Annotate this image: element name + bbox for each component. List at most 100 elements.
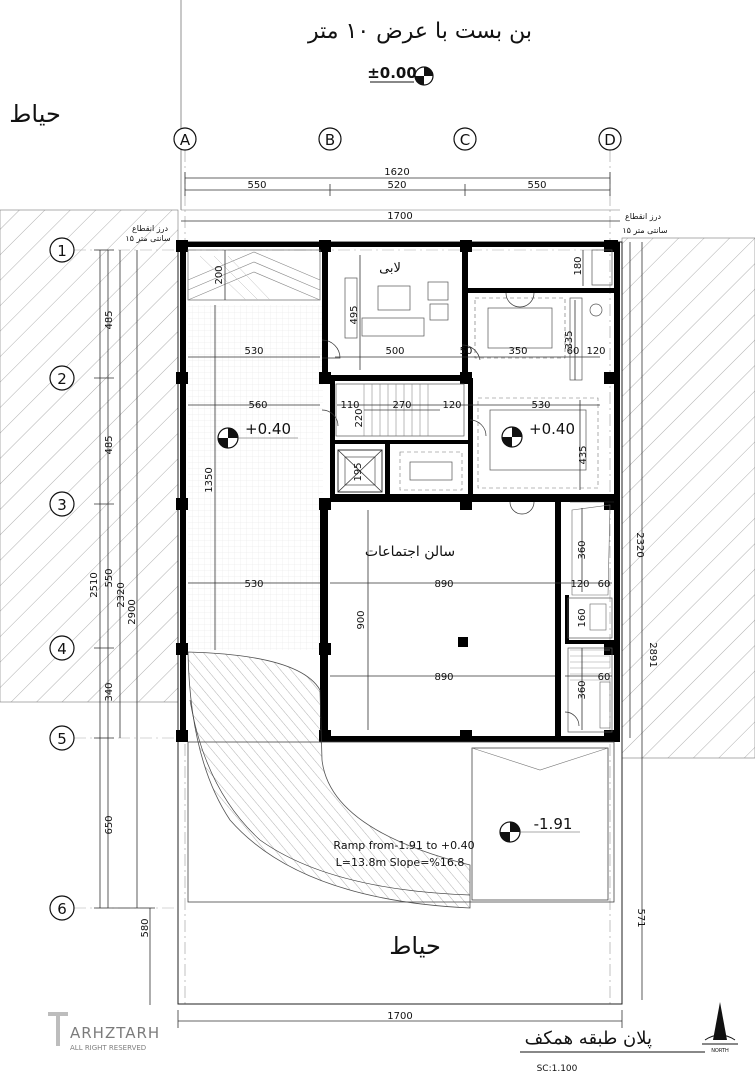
dim-60-c: 60 bbox=[598, 672, 611, 683]
dim-530-b: 530 bbox=[531, 400, 550, 411]
meeting-table-middle bbox=[477, 397, 599, 489]
joint-note-left-2: ۱۵ سانتی متر bbox=[125, 234, 171, 243]
datum-level-label: ±0.00 bbox=[367, 64, 417, 82]
dim-495: 495 bbox=[349, 305, 360, 324]
dim-right-2891: 2891 bbox=[647, 642, 658, 667]
dim-row-1-2: 485 bbox=[104, 310, 115, 329]
dim-435: 435 bbox=[578, 445, 589, 464]
dim-chain-2900: 2900 bbox=[127, 599, 138, 624]
dim-chain-2510: 2510 bbox=[89, 572, 100, 597]
ramp-note-line-2: L=13.8m Slope=%16.8 bbox=[336, 856, 465, 869]
ramp-lower-floor bbox=[471, 747, 609, 901]
joint-note-right-1: درز انقطاع bbox=[625, 212, 662, 221]
curved-ramp bbox=[187, 651, 471, 909]
dim-220: 220 bbox=[354, 408, 365, 427]
dim-right-2320: 2320 bbox=[634, 532, 645, 557]
dim-row-2-3: 485 bbox=[104, 435, 115, 454]
dim-60-b: 60 bbox=[598, 579, 611, 590]
floor-tiles-left bbox=[188, 305, 323, 650]
lobby-furniture bbox=[344, 277, 449, 339]
dim-890-b: 890 bbox=[434, 672, 453, 683]
grid-row-6: 6 bbox=[49, 895, 178, 921]
dim-120-a: 120 bbox=[586, 346, 605, 357]
dim-span-cd: 550 bbox=[527, 180, 546, 191]
structural-columns bbox=[176, 240, 618, 742]
dim-site-width-bottom: 1700 bbox=[387, 1011, 412, 1022]
alley-title: بن بست با عرض ۱۰ متر bbox=[307, 19, 532, 44]
interior-dimension-lines bbox=[188, 250, 612, 730]
level-marker-upper-left bbox=[217, 427, 298, 449]
dim-row-3-4: 550 bbox=[104, 568, 115, 587]
grid-row-2: 2 bbox=[49, 365, 75, 391]
elevator-shaft bbox=[337, 449, 383, 493]
svg-text:A: A bbox=[180, 131, 191, 149]
dim-110: 110 bbox=[340, 400, 359, 411]
datum-level-symbol bbox=[414, 66, 434, 86]
svg-text:1: 1 bbox=[57, 242, 67, 260]
north-arrow-icon: NORTH bbox=[702, 1002, 738, 1054]
level-marker-ramp bbox=[499, 821, 580, 843]
joint-note-right-2: ۱۵ سانتی متر bbox=[622, 226, 668, 235]
room-label-lobby: لابی bbox=[379, 261, 401, 276]
dim-350: 350 bbox=[508, 346, 527, 357]
plan-title: پلان طبقه همکف bbox=[525, 1028, 652, 1049]
dim-335: 335 bbox=[564, 330, 575, 349]
dim-row-5-6: 650 bbox=[104, 815, 115, 834]
dim-900: 900 bbox=[356, 610, 367, 629]
right-dimension-lines bbox=[629, 242, 643, 1000]
dim-120-c: 120 bbox=[570, 579, 589, 590]
dim-60-a: 60 bbox=[567, 346, 580, 357]
svg-text:ARHZTARH: ARHZTARH bbox=[70, 1024, 160, 1042]
yard-label-bottom: حیاط bbox=[389, 932, 441, 960]
grid-row-4: 4 bbox=[49, 635, 75, 661]
svg-text:2: 2 bbox=[57, 370, 67, 388]
svg-text:3: 3 bbox=[57, 496, 67, 514]
dim-360-b: 360 bbox=[577, 680, 588, 699]
dim-span-ab: 550 bbox=[247, 180, 266, 191]
dim-195: 195 bbox=[353, 462, 364, 481]
room-label-hall: سالن اجتماعات bbox=[365, 544, 455, 560]
dim-chain-580: 580 bbox=[140, 918, 151, 937]
dim-span-bc: 520 bbox=[387, 180, 406, 191]
ramp-note-line-1: Ramp from-1.91 to +0.40 bbox=[333, 839, 474, 852]
svg-text:D: D bbox=[604, 131, 616, 149]
staircase bbox=[335, 383, 465, 437]
level-label-ramp: -1.91 bbox=[534, 815, 573, 833]
dim-560: 560 bbox=[248, 400, 267, 411]
dim-360-a: 360 bbox=[577, 540, 588, 559]
yard-label-left: حیاط bbox=[9, 100, 61, 128]
svg-text:4: 4 bbox=[57, 640, 67, 658]
dim-530-c: 530 bbox=[244, 579, 263, 590]
left-dimension-lines bbox=[94, 249, 155, 1005]
svg-text:ALL RIGHT RESERVED: ALL RIGHT RESERVED bbox=[70, 1044, 146, 1052]
side-service-rooms bbox=[567, 501, 614, 733]
dim-500: 500 bbox=[385, 346, 404, 357]
door-swings bbox=[321, 292, 580, 727]
top-dimension-lines bbox=[181, 172, 620, 222]
dim-530-a: 530 bbox=[244, 346, 263, 357]
dim-1350: 1350 bbox=[204, 467, 215, 492]
grid-row-1: 1 bbox=[49, 237, 620, 263]
level-label-upper-right: +0.40 bbox=[529, 420, 575, 438]
service-room-detail bbox=[399, 451, 463, 491]
grid-row-5: 5 bbox=[49, 725, 178, 751]
dim-160: 160 bbox=[577, 608, 588, 627]
dim-50: 50 bbox=[460, 346, 473, 357]
neighbor-hatch-left bbox=[0, 209, 179, 703]
dim-site-width-top: 1700 bbox=[387, 211, 412, 222]
grid-row-3: 3 bbox=[49, 491, 75, 517]
entry-canopy bbox=[187, 249, 321, 301]
joint-note-left-1: درز انقطاع bbox=[132, 224, 169, 233]
svg-text:NORTH: NORTH bbox=[711, 1048, 729, 1054]
level-label-upper-left: +0.40 bbox=[245, 420, 291, 438]
grid-column-c: C bbox=[453, 127, 477, 151]
svg-text:6: 6 bbox=[57, 900, 67, 918]
dim-chain-2320: 2320 bbox=[116, 582, 127, 607]
dim-890-a: 890 bbox=[434, 579, 453, 590]
dim-180: 180 bbox=[573, 256, 584, 275]
bottom-dimension-line bbox=[177, 1010, 623, 1028]
arhztarh-logo: ARHZTARH ALL RIGHT RESERVED bbox=[48, 1012, 160, 1052]
dim-270: 270 bbox=[392, 400, 411, 411]
dim-right-571: 571 bbox=[635, 908, 646, 927]
